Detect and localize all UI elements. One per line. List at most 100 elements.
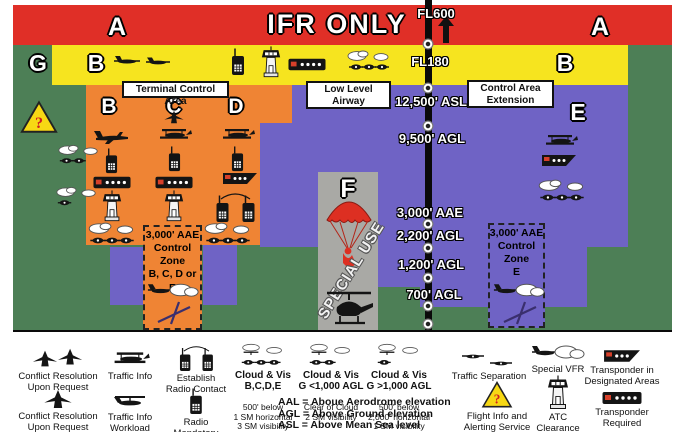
cloudvis3-icon <box>237 343 289 367</box>
cloudvis2-icon <box>305 343 357 367</box>
panel-icon <box>602 391 642 405</box>
climb-arrow-icon <box>438 16 454 43</box>
class-f-label: F <box>340 175 356 203</box>
ifr-only-title: IFR ONLY <box>267 9 407 39</box>
legend-cloud-vis-g-above: Cloud & Vis G >1,000 AGL 500' below 2,00… <box>363 332 435 432</box>
helicopter-icon <box>322 288 376 328</box>
biplane-icon <box>154 126 194 144</box>
axis-dot-1200 <box>422 272 434 284</box>
legend-sub: Clear of Cloud 2 SM visibility <box>303 401 359 422</box>
class-g-label: G <box>29 50 47 76</box>
clouds-aircraft-icon <box>86 221 138 247</box>
legend-cloud-vis-g-below: Cloud & Vis G <1,000 AGL Clear of Cloud … <box>296 332 366 432</box>
partial-transponder-icon <box>541 154 577 167</box>
alt-1200-label: 1,200' AGL <box>397 257 465 272</box>
clouds-aircraft-icon <box>54 184 100 210</box>
class-a-band <box>13 5 672 45</box>
legend-transponder-designated: Transponder in Designated Areas <box>576 338 668 398</box>
axis-dot-surface <box>422 318 434 330</box>
tower-icon <box>260 46 282 78</box>
radio-icon <box>230 146 245 172</box>
class-a-right-label: A <box>590 13 610 41</box>
control-zone-left-region <box>143 225 202 330</box>
biplane-icon <box>217 126 257 144</box>
jet-icon <box>43 389 73 409</box>
smallplane-icon <box>109 392 151 410</box>
legend-label: Radio Mandatory <box>174 417 219 432</box>
tower-icon <box>101 190 123 222</box>
warn-icon: ? <box>480 380 514 409</box>
radios-icon <box>173 345 219 371</box>
legend-title: Cloud & Vis G >1,000 AGL <box>366 370 432 393</box>
control-area-extension-box: Control Area Extension <box>467 80 554 108</box>
legend-conflict-resolution: Conflict Resolution Upon Request <box>10 336 106 404</box>
legend-flight-info-alerting: ? Flight Info and Alerting Service from … <box>452 370 542 432</box>
legend-sub: 500' below 1 SM horizontal 3 SM visibili… <box>233 401 293 432</box>
legend-traffic-info-workload: Traffic Info Workload Permitting <box>94 381 166 432</box>
legend-title: Cloud & Vis G <1,000 AGL <box>298 370 364 393</box>
radio-icon <box>230 48 246 76</box>
class-b-yellow-right-label: B <box>556 50 574 76</box>
transponder-icon <box>288 58 326 71</box>
tower-icon <box>546 375 570 410</box>
legend-label: Establish Radio Contact <box>165 373 227 395</box>
legend-label: Conflict Resolution Upon Request Conditi… <box>18 411 98 432</box>
fl180-label: FL180 <box>411 54 449 69</box>
altitude-axis <box>425 0 432 332</box>
transponder-icon <box>93 176 131 189</box>
axis-dot-2200 <box>422 242 434 254</box>
axis-dot-700 <box>422 300 434 312</box>
parachute-icon <box>322 190 376 272</box>
class-a-left-label: A <box>107 13 127 41</box>
legend-label: ATC Clearance <box>536 412 580 432</box>
class-b-band <box>52 45 628 85</box>
axis-dot-9500 <box>422 120 434 132</box>
planecloud-icon <box>529 342 587 362</box>
jets-icon <box>32 347 84 369</box>
svg-text:?: ? <box>35 115 43 132</box>
legend-label: Conflict Resolution Upon Request <box>18 371 98 393</box>
tower-icon <box>163 190 185 222</box>
alt-9500-label: 9,500' AGL <box>398 131 466 146</box>
legend-special-vfr: Special VFR <box>518 331 598 387</box>
plane-in-cloud-icon <box>146 280 200 300</box>
controlled-purple-step1 <box>378 247 587 287</box>
legend-label: Transponder Required <box>595 407 649 429</box>
biplane-icon <box>540 132 580 150</box>
svg-text:?: ? <box>494 391 501 406</box>
class-e-label: E <box>570 99 586 125</box>
clouds-aircraft-icon <box>345 48 393 74</box>
control-zone-right-border <box>488 223 545 328</box>
plane-in-cloud-icon <box>492 280 546 300</box>
alt-3000-label: 3,000' AAE <box>396 205 464 220</box>
controlled-purple-notch-right <box>203 245 237 305</box>
tca-class-c-label: C <box>166 95 181 119</box>
terminal-control-area-box: Terminal Control Area <box>122 81 229 107</box>
legend-conflict-conditions: Conflict Resolution Upon Request Conditi… <box>3 378 113 432</box>
tca-class-d-label: D <box>228 95 244 118</box>
jet-icon <box>163 110 185 124</box>
legend-label: Flight Info and Alerting Service from AT… <box>463 411 531 432</box>
legend-label: Traffic Info Workload Permitting <box>107 412 153 432</box>
control-zone-left-label: 3,000' AAE Control Zone B, C, D or E <box>145 229 200 294</box>
legend-title: Cloud & Vis B,C,D,E <box>235 370 291 393</box>
control-zone-right-region <box>488 223 545 328</box>
twin-plane-icon <box>92 128 132 146</box>
controlled-purple-under-d <box>260 123 292 247</box>
legend-establish-radio-contact: Establish Radio Contact <box>156 334 236 406</box>
low-level-airway-box: Low Level Airway <box>306 81 391 109</box>
establish-radio-contact-icon <box>213 192 257 222</box>
class-b-yellow-left-label: B <box>87 50 105 76</box>
two-planes-icon <box>112 53 176 69</box>
glider-icon <box>502 300 538 326</box>
control-zone-left-border <box>143 225 202 330</box>
clouds-aircraft-icon <box>202 221 254 247</box>
caution-icon: ? <box>20 100 58 135</box>
radio-icon <box>104 148 119 174</box>
legend-sub: 500' below 2,000' horizontal 1 SM visibi… <box>367 401 431 432</box>
control-zone-right-label: 3,000' AAE Control Zone E <box>489 227 544 279</box>
legend-transponder-required: Transponder Required <box>580 380 664 432</box>
legend-label: Transponder in Designated Areas <box>584 365 660 387</box>
tca-class-b-label: B <box>101 95 117 118</box>
